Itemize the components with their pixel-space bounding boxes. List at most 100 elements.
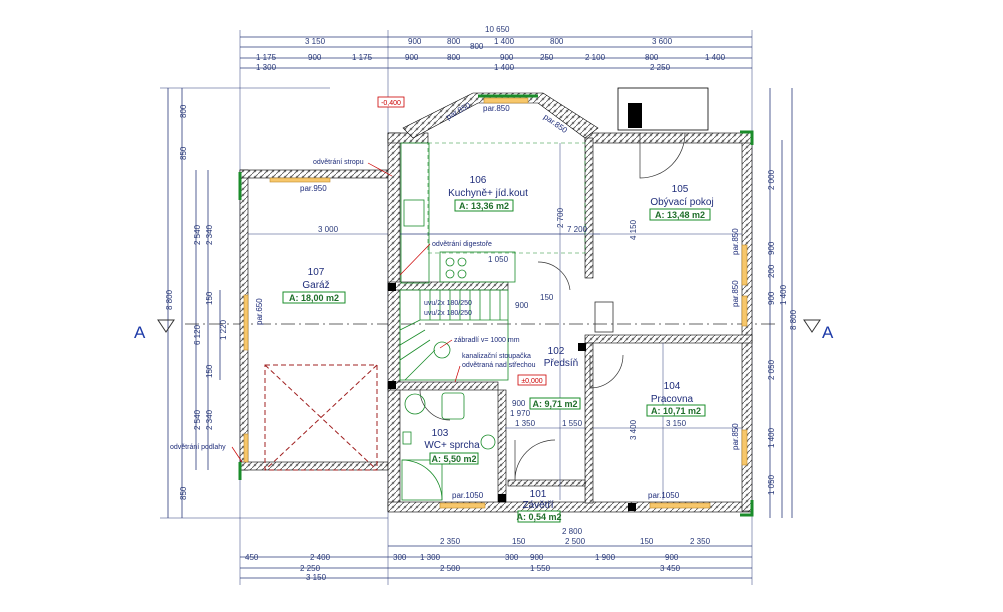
svg-text:900: 900 xyxy=(515,301,529,310)
svg-text:2 000: 2 000 xyxy=(767,169,776,190)
svg-text:1 400: 1 400 xyxy=(705,53,726,62)
dim-bottom-row4: 3 150 xyxy=(306,573,327,582)
svg-text:900: 900 xyxy=(767,241,776,255)
svg-text:2 800: 2 800 xyxy=(562,527,583,536)
svg-text:800: 800 xyxy=(447,53,461,62)
stove xyxy=(594,301,614,333)
kitchen-counter xyxy=(400,142,516,284)
left-dimensions xyxy=(167,88,221,518)
svg-text:1 300: 1 300 xyxy=(420,553,441,562)
svg-text:1 175: 1 175 xyxy=(256,53,277,62)
windows xyxy=(439,97,748,509)
svg-text:850: 850 xyxy=(179,486,188,500)
svg-text:104: 104 xyxy=(664,381,681,392)
svg-text:par.1050: par.1050 xyxy=(452,491,484,500)
svg-text:1 300: 1 300 xyxy=(256,63,277,72)
svg-text:300: 300 xyxy=(505,553,519,562)
room-103: 103 WC+ sprcha A: 5,50 m2 xyxy=(424,428,480,465)
svg-text:Obývací pokoj: Obývací pokoj xyxy=(650,197,713,208)
svg-text:Závětří: Závětří xyxy=(522,500,553,511)
dim-top-row2: 3 150 900 800 800 1 400 800 3 600 xyxy=(305,37,673,51)
doors xyxy=(419,132,686,481)
dim-bottom-row3: 2 250 2 500 1 550 3 450 xyxy=(300,564,681,573)
svg-text:par.850: par.850 xyxy=(483,104,510,113)
dim-top-total: 10 650 xyxy=(485,25,510,34)
top-dimensions xyxy=(240,36,752,69)
svg-text:1 400: 1 400 xyxy=(494,37,515,46)
level-box-2 xyxy=(517,374,547,386)
svg-text:1 400: 1 400 xyxy=(767,427,776,448)
svg-text:900: 900 xyxy=(308,53,322,62)
svg-text:Předsíň: Předsíň xyxy=(544,358,578,369)
dim-bottom-row2: 450 2 400 300 1 300 300 900 1 900 900 xyxy=(245,553,679,562)
svg-text:A: 10,71 m2: A: 10,71 m2 xyxy=(651,406,701,416)
svg-text:2 340: 2 340 xyxy=(205,409,214,430)
svg-text:150: 150 xyxy=(512,537,526,546)
svg-text:3 400: 3 400 xyxy=(629,419,638,440)
svg-text:2 500: 2 500 xyxy=(440,564,461,573)
svg-text:150: 150 xyxy=(640,537,654,546)
svg-text:900: 900 xyxy=(530,553,544,562)
svg-text:odvětrání podlahy: odvětrání podlahy xyxy=(170,444,226,451)
column-marks xyxy=(388,283,636,511)
dim-left-labels: 800 850 2 540 2 340 150 1 220 150 2 540 … xyxy=(165,104,228,500)
svg-text:A: 9,71 m2: A: 9,71 m2 xyxy=(532,399,577,409)
right-dimensions xyxy=(769,88,793,518)
room-105: 105 Obývací pokoj A: 13,48 m2 xyxy=(649,184,714,221)
svg-text:1 400: 1 400 xyxy=(494,63,515,72)
svg-text:1 050: 1 050 xyxy=(767,474,776,495)
svg-text:A: 13,36 m2: A: 13,36 m2 xyxy=(459,201,509,211)
svg-text:8 800: 8 800 xyxy=(789,309,798,330)
svg-text:800: 800 xyxy=(179,104,188,118)
svg-text:2 100: 2 100 xyxy=(585,53,606,62)
svg-text:3 000: 3 000 xyxy=(318,225,339,234)
dining-area-outline xyxy=(427,142,586,254)
svg-text:zábradlí v= 1000 mm: zábradlí v= 1000 mm xyxy=(454,337,520,344)
room-107: 107 Garáž A: 18,00 m2 xyxy=(282,267,346,304)
svg-text:2 250: 2 250 xyxy=(300,564,321,573)
svg-text:A: 5,50 m2: A: 5,50 m2 xyxy=(431,454,476,464)
svg-text:900: 900 xyxy=(500,53,514,62)
svg-text:103: 103 xyxy=(432,428,449,439)
dim-top-row3: 1 175 900 1 175 900 800 900 250 2 100 80… xyxy=(256,53,726,62)
svg-text:101: 101 xyxy=(530,489,547,500)
garage-door-outline xyxy=(264,364,378,471)
section-mark-left: A xyxy=(134,323,146,342)
svg-text:6 120: 6 120 xyxy=(193,324,202,345)
svg-text:1 970: 1 970 xyxy=(510,409,531,418)
svg-text:800: 800 xyxy=(550,37,564,46)
svg-text:900: 900 xyxy=(767,291,776,305)
svg-text:102: 102 xyxy=(548,346,565,357)
svg-text:par.850: par.850 xyxy=(731,280,740,307)
svg-text:3 150: 3 150 xyxy=(666,419,687,428)
svg-text:WC+ sprcha: WC+ sprcha xyxy=(424,440,480,451)
svg-text:2 350: 2 350 xyxy=(440,537,461,546)
svg-text:2 400: 2 400 xyxy=(310,553,331,562)
room-104: 104 Pracovna A: 10,71 m2 xyxy=(646,381,706,417)
svg-text:par.1050: par.1050 xyxy=(648,491,680,500)
svg-text:850: 850 xyxy=(179,146,188,160)
svg-text:1 550: 1 550 xyxy=(530,564,551,573)
staircase xyxy=(399,289,509,381)
section-mark-right: A xyxy=(822,323,834,342)
svg-text:A: 18,00 m2: A: 18,00 m2 xyxy=(289,293,339,303)
svg-text:105: 105 xyxy=(672,184,689,195)
notes: odvětrání stropu odvětrání digestoře záb… xyxy=(170,159,536,463)
svg-text:300: 300 xyxy=(393,553,407,562)
stair-label-1: uvu/2x 180/250 xyxy=(424,300,472,307)
svg-text:1 220: 1 220 xyxy=(219,319,228,340)
svg-text:kanalizační stoupačka: kanalizační stoupačka xyxy=(462,353,531,360)
svg-text:par.650: par.650 xyxy=(255,298,264,325)
svg-text:Pracovna: Pracovna xyxy=(651,394,694,405)
svg-text:150: 150 xyxy=(540,293,554,302)
svg-text:150: 150 xyxy=(205,364,214,378)
svg-text:A: 0,54 m2: A: 0,54 m2 xyxy=(516,512,561,522)
svg-text:2 540: 2 540 xyxy=(193,224,202,245)
svg-text:2 540: 2 540 xyxy=(193,409,202,430)
svg-text:2 250: 2 250 xyxy=(650,63,671,72)
svg-text:3 450: 3 450 xyxy=(660,564,681,573)
chimney xyxy=(617,87,709,131)
bottom-dimensions xyxy=(240,545,752,579)
stair-label-2: uvu/2x 180/250 xyxy=(424,310,472,317)
